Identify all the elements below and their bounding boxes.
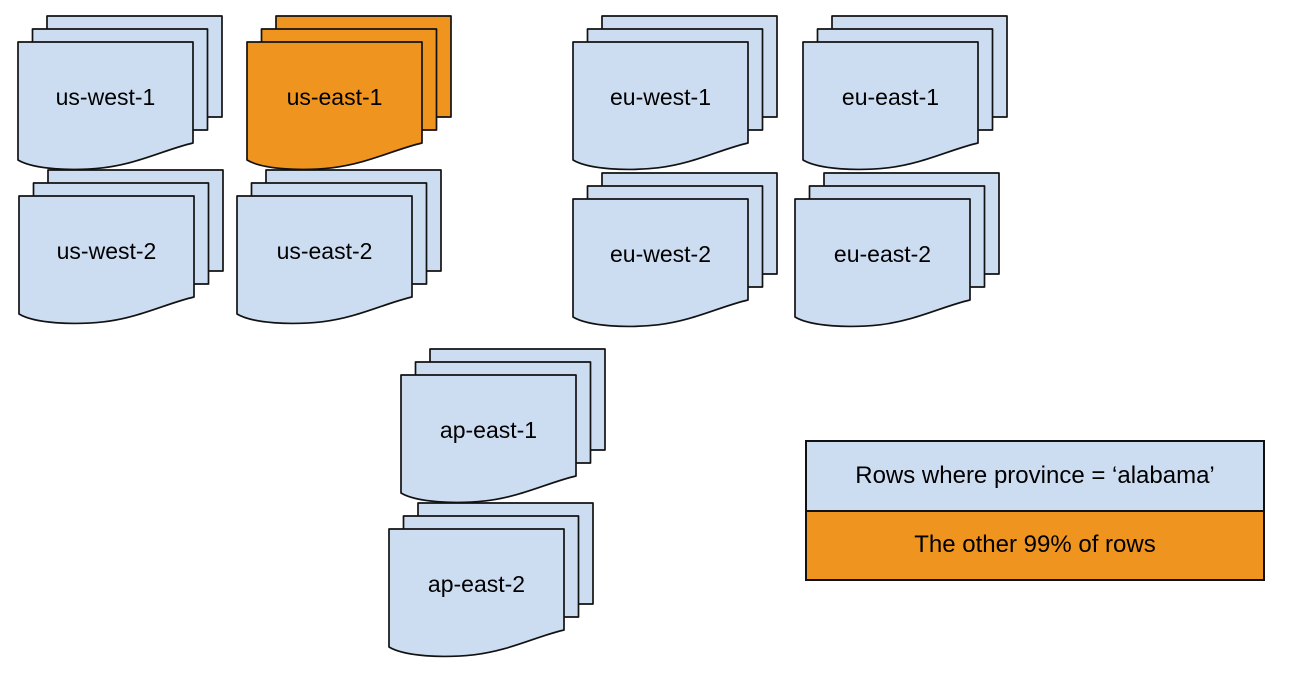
document-stack-shape: us-east-2	[236, 169, 442, 325]
document-sheet-front	[236, 195, 413, 325]
document-sheet-front	[388, 528, 565, 658]
document-sheet-front	[17, 41, 194, 171]
document-stack-eu-west-2: eu-west-2	[572, 172, 779, 330]
document-stack-ap-east-1: ap-east-1	[400, 348, 607, 506]
document-sheet-front	[246, 41, 423, 171]
document-sheet-front	[18, 195, 195, 325]
document-stack-label: eu-east-1	[842, 84, 939, 110]
document-stack-us-west-2: us-west-2	[18, 169, 225, 327]
document-stack-eu-west-1: eu-west-1	[572, 15, 779, 173]
document-stack-label: eu-east-2	[834, 241, 931, 267]
legend-label-alabama: Rows where province = ‘alabama’	[855, 461, 1215, 489]
document-stack-shape: ap-east-1	[400, 348, 606, 504]
document-stack-shape: ap-east-2	[388, 502, 594, 658]
document-stack-label: us-east-1	[287, 84, 383, 110]
document-sheet-front	[572, 198, 749, 328]
document-stack-label: ap-east-2	[428, 571, 525, 597]
document-stack-label: us-west-1	[56, 84, 156, 110]
legend-box: Rows where province = ‘alabama’ The othe…	[805, 440, 1265, 581]
document-stack-shape: eu-west-1	[572, 15, 778, 171]
document-stack-eu-east-2: eu-east-2	[794, 172, 1001, 330]
document-stack-shape: eu-east-1	[802, 15, 1008, 171]
document-stack-us-east-1: us-east-1	[246, 15, 453, 173]
document-sheet-front	[802, 41, 979, 171]
document-stack-label: eu-west-1	[610, 84, 711, 110]
document-stack-shape: us-east-1	[246, 15, 452, 171]
legend-row-alabama: Rows where province = ‘alabama’	[807, 442, 1263, 510]
document-sheet-front	[794, 198, 971, 328]
document-stack-ap-east-2: ap-east-2	[388, 502, 595, 660]
document-stack-us-east-2: us-east-2	[236, 169, 443, 327]
document-stack-label: us-west-2	[57, 238, 157, 264]
document-stack-shape: us-west-2	[18, 169, 224, 325]
document-sheet-front	[400, 374, 577, 504]
document-sheet-front	[572, 41, 749, 171]
document-stack-label: eu-west-2	[610, 241, 711, 267]
document-stack-us-west-1: us-west-1	[17, 15, 224, 173]
document-stack-eu-east-1: eu-east-1	[802, 15, 1009, 173]
document-stack-label: us-east-2	[277, 238, 373, 264]
document-stack-shape: eu-east-2	[794, 172, 1000, 328]
document-stack-shape: eu-west-2	[572, 172, 778, 328]
legend-label-other: The other 99% of rows	[914, 531, 1156, 559]
legend-row-other: The other 99% of rows	[807, 509, 1263, 579]
document-stack-shape: us-west-1	[17, 15, 223, 171]
document-stack-label: ap-east-1	[440, 417, 537, 443]
